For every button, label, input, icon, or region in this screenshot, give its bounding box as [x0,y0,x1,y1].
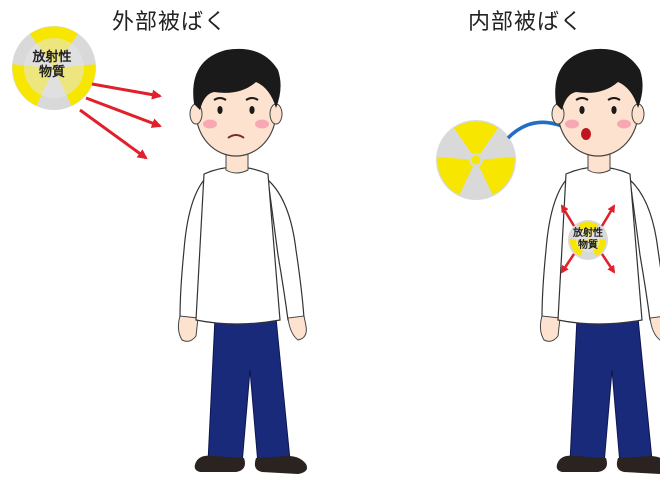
inhaled-source-badge [432,120,521,200]
internal-source-label-line1: 放射性 [566,228,610,240]
radiation-arrows [80,84,160,158]
external-source-label-line1: 放射性 [22,50,82,65]
external-source-label: 放射性 物質 [22,50,82,80]
internal-source-label-line2: 物質 [566,240,610,252]
mouth-icon [581,128,591,140]
person-external [178,49,307,474]
internal-source-label: 放射性 物質 [566,228,610,252]
external-source-label-line2: 物質 [22,65,82,80]
radiation-arrow [92,84,160,96]
person-internal [540,49,660,474]
